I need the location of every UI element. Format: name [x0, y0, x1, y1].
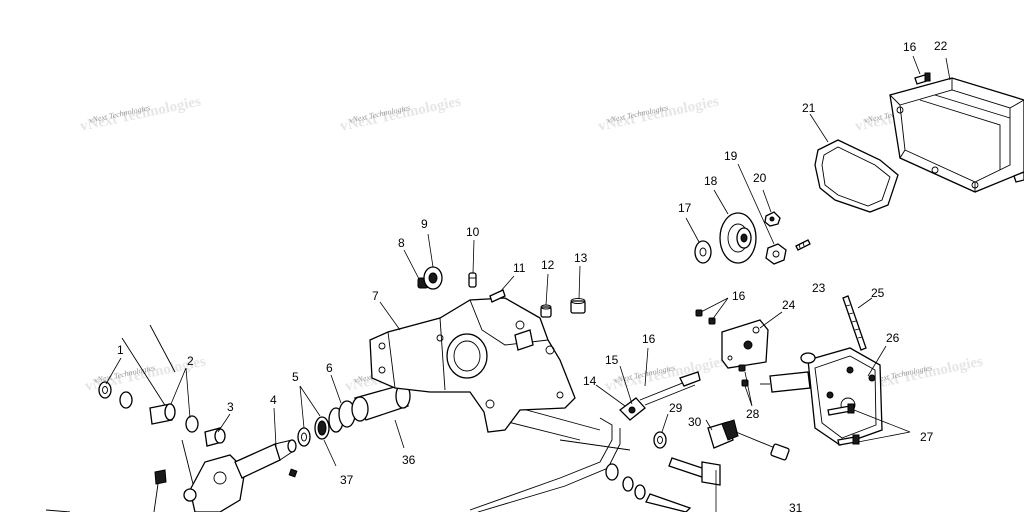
part-10-grease-fitting: [468, 272, 477, 288]
watermark: vNext Technologies vNext Technologies: [339, 94, 463, 135]
callout-30: 30: [688, 415, 702, 429]
callout-17: 17: [678, 201, 692, 215]
part-16-screws-bracket: [695, 309, 716, 325]
part-11-pin: [489, 289, 506, 303]
callout-8: 8: [398, 236, 405, 250]
callout-21: 21: [802, 101, 816, 115]
part-4-clevis-yoke: [183, 439, 297, 512]
part-29-washer: [653, 431, 667, 449]
callout-24: 24: [782, 298, 796, 312]
callout-5: 5: [292, 370, 299, 384]
part-22-cover-box: [889, 77, 1024, 193]
part-20-nut: [764, 211, 781, 227]
callout-31: 31: [789, 501, 803, 512]
callout-26: 26: [886, 331, 900, 345]
callout-14: 14: [583, 374, 597, 388]
leader-lines: [105, 55, 951, 512]
callout-15: 15: [605, 353, 619, 367]
callout-7: 7: [372, 289, 379, 303]
callout-10: 10: [466, 225, 480, 239]
part-bolt-lower-left: [45, 469, 167, 512]
callout-27: 27: [920, 430, 934, 444]
callout-11: 11: [513, 261, 526, 275]
part-16-screw-top: [914, 72, 931, 85]
callout-28: 28: [746, 407, 760, 421]
watermark: vNext Technologies vNext Technologies: [597, 94, 721, 135]
part-lower-washers: [605, 463, 692, 512]
part-31-bolt: [668, 457, 721, 486]
callout-13: 13: [574, 251, 588, 265]
callout-numbers: 1 2 3 4 5 6 7 8 9 10 11 12 13 14 15 16 1…: [117, 39, 948, 512]
callout-1: 1: [117, 343, 124, 357]
part-25-long-bolt: [842, 295, 867, 351]
part-14-switch: [619, 371, 701, 421]
part-17-washer: [694, 240, 712, 264]
callout-19: 19: [724, 149, 738, 163]
callout-12: 12: [541, 258, 555, 272]
part-6-o-ring: [328, 400, 356, 433]
part-9-pulley: [423, 266, 443, 290]
part-13-bushing: [570, 298, 586, 314]
callout-29: 29: [669, 401, 683, 415]
part-23-screw: [795, 239, 811, 251]
part-7-main-housing: [369, 297, 576, 433]
part-3-spacer: [204, 427, 226, 447]
part-24-bracket-plate: [721, 319, 769, 369]
part-30-sensor: [707, 419, 790, 461]
callout-9: 9: [421, 217, 428, 231]
callout-16-switch: 16: [642, 332, 656, 346]
part-18-pulley-disc: [719, 212, 757, 264]
callout-2: 2: [187, 354, 194, 368]
callout-25: 25: [871, 286, 885, 300]
callout-16-cover: 16: [903, 40, 917, 54]
part-19-nut: [765, 243, 787, 265]
part-21-gasket: [814, 139, 899, 213]
callout-3: 3: [227, 400, 234, 414]
part-1-washer: [98, 381, 112, 399]
part-2-bushing: [119, 391, 199, 433]
callout-20: 20: [753, 171, 767, 185]
part-36-cylinder-sleeve: [351, 383, 411, 422]
callout-36: 36: [402, 453, 416, 467]
callout-4: 4: [270, 393, 277, 407]
part-26-actuator: [760, 347, 883, 446]
part-27-screws: [827, 403, 860, 446]
part-small-screw: [288, 468, 298, 478]
part-37-bearing: [314, 416, 330, 440]
part-28-screws: [738, 364, 749, 387]
callout-37: 37: [340, 473, 354, 487]
callout-22: 22: [934, 39, 948, 53]
part-screw-right-edge: [1013, 171, 1024, 183]
part-12-bushing: [540, 304, 552, 318]
part-5-washer: [297, 427, 311, 447]
callout-16-bracket: 16: [732, 289, 746, 303]
watermark: vNext Technologies vNext Technologies: [79, 94, 203, 135]
callout-18: 18: [704, 174, 718, 188]
callout-6: 6: [326, 361, 333, 375]
callout-23: 23: [812, 281, 826, 295]
